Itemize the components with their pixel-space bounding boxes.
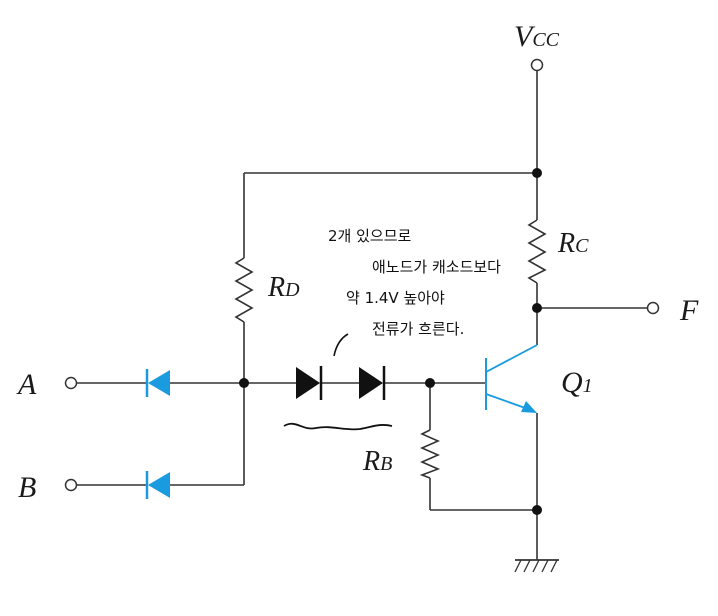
transistor-q1 [485, 344, 538, 413]
handwritten-note: 2개 있으므로 애노드가 캐소드보다 약 1.4V 높아야 전류가 흐른다. [283, 227, 501, 431]
resistor-rb [419, 429, 441, 479]
series-diode-2 [359, 366, 386, 400]
note-line-1: 2개 있으므로 [328, 227, 412, 245]
label-b: B [18, 471, 36, 504]
series-diode-1 [296, 366, 323, 400]
f-terminal-icon [646, 301, 660, 315]
note-line-4: 전류가 흐른다. [372, 320, 464, 338]
a-terminal-icon [64, 376, 78, 390]
label-rd: RD [267, 272, 300, 303]
label-a: A [16, 368, 37, 401]
resistor-rc [527, 219, 547, 284]
label-rc: RC [557, 228, 589, 259]
label-q1: Q1 [561, 366, 593, 399]
wires [77, 70, 647, 560]
junctions [239, 168, 542, 515]
resistor-rd [234, 257, 254, 323]
diode-a [145, 369, 170, 397]
label-vcc: VCC [514, 20, 560, 53]
note-line-3: 약 1.4V 높아야 [346, 289, 445, 307]
label-f: F [679, 294, 699, 327]
vcc-terminal-icon [530, 58, 544, 72]
note-underline [283, 422, 393, 431]
label-rb: RB [362, 446, 392, 477]
ground-icon [514, 559, 559, 573]
diode-b [145, 471, 170, 499]
note-tick-mark [333, 333, 349, 357]
b-terminal-icon [64, 478, 78, 492]
note-line-2: 애노드가 캐소드보다 [372, 258, 501, 276]
